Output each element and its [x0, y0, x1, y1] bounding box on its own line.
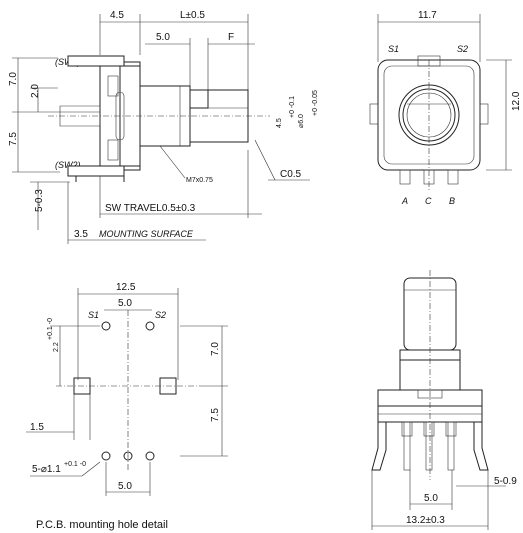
dim-2-0: 2.0 — [30, 84, 41, 98]
dim-7-0-side: 7.0 — [8, 72, 19, 86]
dim-5-0-pcb-bottom: 5.0 — [118, 481, 132, 492]
hole-tol: +0.1 -0 — [64, 461, 86, 468]
dim-5-0-pcb-top: 5.0 — [118, 298, 132, 309]
dim-3-5: 3.5 — [74, 229, 88, 240]
pin-c: C — [425, 196, 432, 206]
dim-7-0-pcb: 7.0 — [210, 342, 221, 356]
dim-7-5-side: 7.5 — [8, 132, 19, 146]
dim-12-5: 12.5 — [116, 282, 136, 293]
dim-shaft-6-0: ⌀6.0 — [298, 114, 305, 128]
dim-12-0: 12.0 — [511, 91, 522, 111]
mounting-surface: MOUNTING SURFACE — [99, 229, 194, 239]
dim-L: L±0.5 — [180, 10, 205, 21]
hole-a — [101, 451, 111, 461]
hole-c — [123, 451, 133, 461]
bottom-view: 5.0 5-0.9 13.2±0.3 — [371, 270, 517, 530]
chamfer-label: C0.5 — [280, 169, 302, 180]
dim-1-5: 1.5 — [30, 422, 44, 433]
pin-a: A — [401, 196, 408, 206]
dim-13-2: 13.2±0.3 — [406, 515, 445, 526]
dim-5-03: 5-0.3 — [34, 189, 45, 212]
pcb-s1: S1 — [88, 310, 99, 320]
dim-shaft-4-5-tol: +0 -0.1 — [289, 96, 296, 118]
front-view: 11.7 12.0 S1 S2 A C B — [369, 10, 522, 206]
dim-11-7: 11.7 — [418, 10, 437, 21]
hole-s2 — [145, 321, 155, 331]
sw-travel: SW TRAVEL0.5±0.3 — [105, 203, 196, 214]
label-s2: S2 — [457, 44, 468, 54]
dim-5-0-bottom: 5.0 — [424, 493, 438, 504]
dim-2-2-tol: +0.1 -0 — [47, 318, 54, 340]
thread-label: M7x0.75 — [186, 177, 213, 184]
pcb-view: 12.5 5.0 S1 S2 2.2 +0.1 -0 7.0 7.5 1.5 5… — [26, 282, 228, 531]
side-view: 4.5 L±0.5 5.0 F 7.0 2.0 7.5 5-0.3 (SW1) … — [8, 10, 319, 244]
hole-b — [145, 451, 155, 461]
pin-b: B — [449, 196, 455, 206]
dim-7-5-pcb: 7.5 — [210, 408, 221, 422]
hole-label: 5-⌀1.1 — [32, 464, 61, 475]
pcb-s2: S2 — [155, 310, 166, 320]
dim-5-0-side: 5.0 — [156, 32, 170, 43]
pcb-caption: P.C.B. mounting hole detail — [36, 519, 168, 531]
hole-s1 — [101, 321, 111, 331]
label-s1: S1 — [388, 44, 399, 54]
dim-F: F — [228, 32, 234, 43]
dim-4-5: 4.5 — [110, 10, 124, 21]
dim-shaft-6-0-tol: +0 -0.05 — [312, 90, 319, 116]
label-sw2: (SW2) — [55, 160, 81, 170]
dim-shaft-4-5: 4.5 — [276, 118, 283, 128]
dim-2-2: 2.2 — [53, 342, 60, 352]
dim-5-09: 5-0.9 — [494, 476, 517, 487]
